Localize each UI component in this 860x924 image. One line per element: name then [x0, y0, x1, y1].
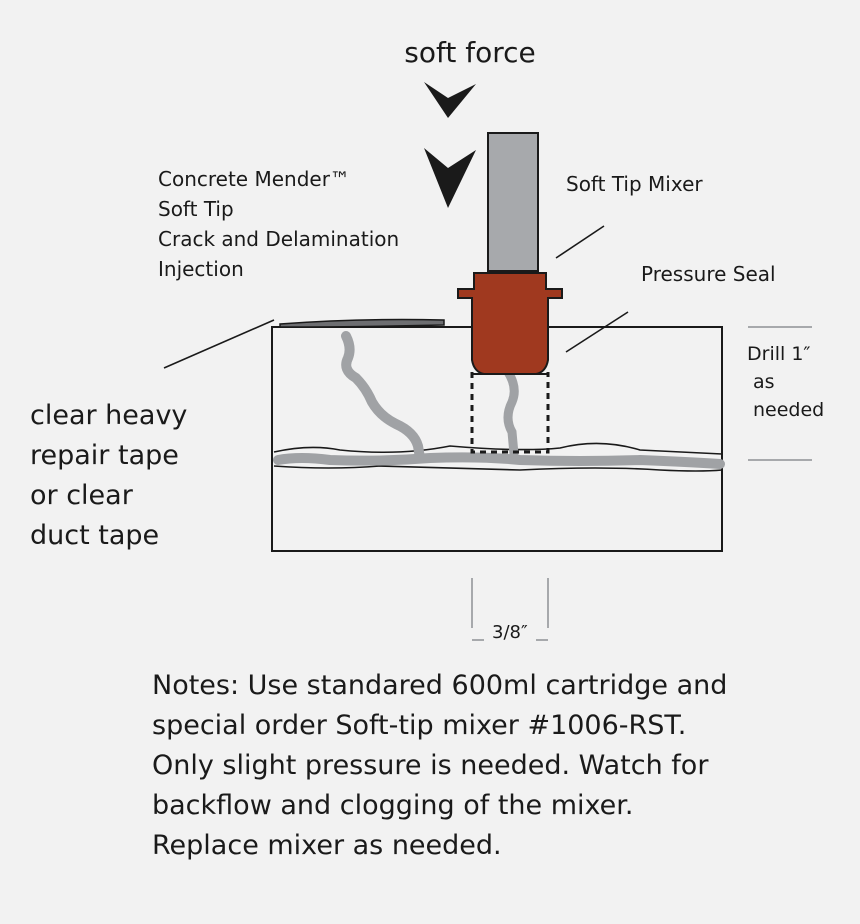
- notes-line: backflow and clogging of the mixer.: [152, 790, 634, 821]
- delamination-outline-bottom: [273, 465, 723, 472]
- delamination-crack: [273, 452, 725, 469]
- product-title-line: Injection: [158, 257, 244, 281]
- tape-label: clear heavy repair tape or clear duct ta…: [30, 396, 187, 556]
- seal-label: Pressure Seal: [641, 262, 776, 286]
- hole-width-label: 3/8″: [492, 622, 528, 643]
- down-arrow-icon: [424, 148, 476, 208]
- tape-label-line: repair tape: [30, 440, 179, 471]
- product-title-line: Crack and Delamination: [158, 227, 400, 251]
- notes-line: Only slight pressure is needed. Watch fo…: [152, 750, 709, 781]
- leader-line-mixer: [555, 225, 605, 259]
- notes: Notes: Use standared 600ml cartridge and…: [152, 666, 727, 866]
- drill-label-line: as: [753, 371, 775, 393]
- leader-line-product: [163, 319, 275, 369]
- mixer-label: Soft Tip Mixer: [566, 172, 703, 196]
- leader-line-seal: [565, 311, 629, 353]
- repair-tape: [279, 318, 445, 328]
- notes-line: Replace mixer as needed.: [152, 830, 502, 861]
- force-label: soft force: [404, 36, 536, 69]
- product-title-line: Concrete Mender™: [158, 167, 350, 191]
- mixer-tube: [487, 132, 539, 272]
- tape-label-line: duct tape: [30, 520, 160, 551]
- down-arrow-icon: [424, 82, 476, 118]
- product-title: Concrete Mender™ Soft Tip Crack and Dela…: [158, 164, 399, 284]
- tape-label-line: or clear: [30, 480, 133, 511]
- notes-line: Notes: Use standared 600ml cartridge and: [152, 670, 728, 701]
- pressure-seal: [457, 272, 563, 375]
- product-title-line: Soft Tip: [158, 197, 234, 221]
- drill-depth-label: Drill 1″ as needed: [747, 340, 824, 424]
- notes-line: special order Soft-tip mixer #1006-RST.: [152, 710, 687, 741]
- drill-label-line: needed: [753, 399, 825, 421]
- injection-crack: [503, 367, 519, 459]
- drill-label-line: Drill 1″: [747, 343, 811, 365]
- tape-label-line: clear heavy: [30, 400, 188, 431]
- vertical-crack: [341, 331, 425, 463]
